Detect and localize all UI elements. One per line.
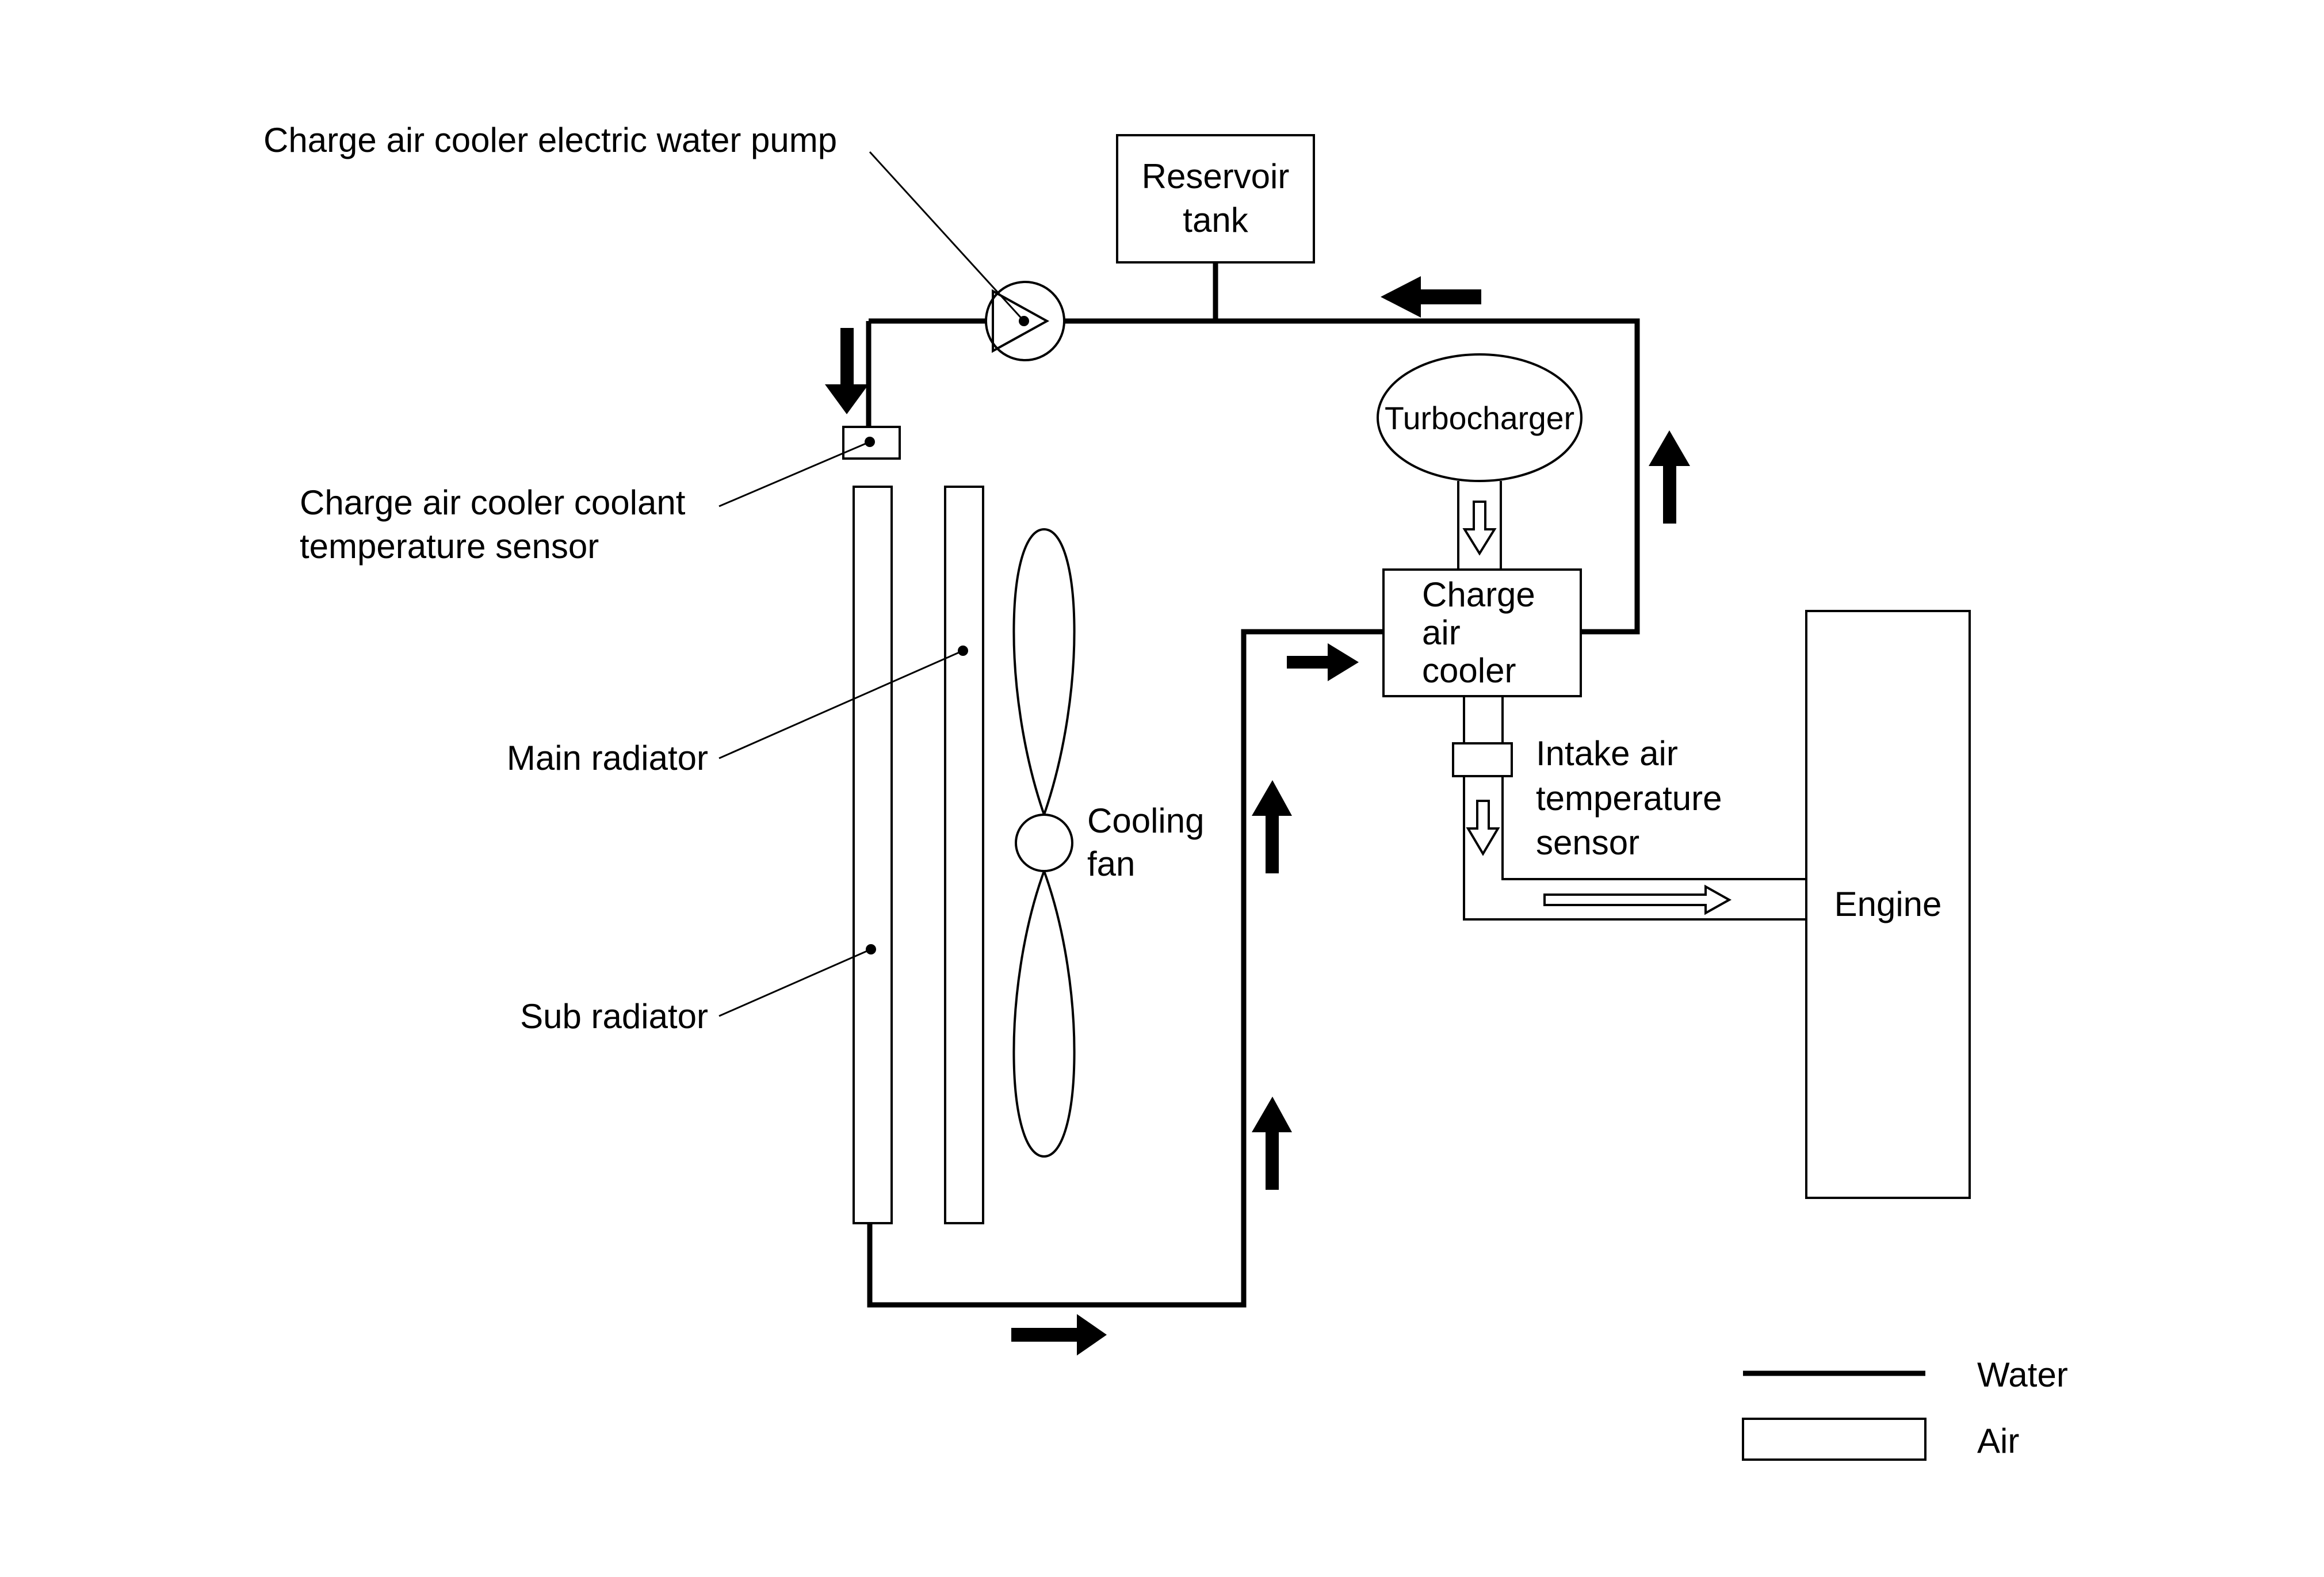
flow-arrows [825,276,1690,1355]
hollow-arrow-icon [1466,800,1500,856]
coolant-sensor-leader [718,441,870,507]
legend-air-swatch [1742,1418,1927,1461]
main-radiator-label: Main radiator [507,739,708,777]
legend-air-label: Air [1977,1422,2019,1460]
pump-label: Charge air cooler electric water pump [263,121,837,159]
reservoir-tank: Reservoir tank [1116,134,1315,264]
coolant-sensor-label-line2: temperature sensor [300,527,599,566]
intake-sensor-label-line3: sensor [1536,823,1639,862]
pump-leader [869,151,1025,322]
intake-sensor-label-line2: temperature [1536,779,1722,818]
fan-icon [1012,528,1076,1158]
main-radiator [944,486,984,1224]
cooling-fan-label-line2: fan [1087,845,1135,883]
solid-arrow-icon [1649,430,1690,524]
coolant-sensor-label-line1: Charge air cooler coolant [300,483,686,522]
cooling-fan-label-line1: Cooling [1087,801,1204,840]
legend-water-label: Water [1977,1355,2068,1394]
turbocharger-label: Turbocharger [1385,400,1574,436]
hollow-arrow-icon [1462,501,1497,556]
turbocharger: Turbocharger [1377,353,1583,482]
intake-sensor-label-line1: Intake air [1536,734,1678,773]
solid-arrow-icon [1287,643,1359,681]
water-line-bottom [867,629,1383,1308]
sub-radiator [853,486,893,1224]
air-duct-turbo [1457,481,1502,570]
sub-radiator-leader [718,948,871,1017]
solid-arrow-icon [1381,276,1481,318]
sub-radiator-label: Sub radiator [520,997,708,1036]
charge-air-cooler-label-line2: air [1422,613,1461,652]
engine: Engine [1805,610,1971,1199]
legend: Water Air [1742,1355,2068,1461]
reservoir-label-line2: tank [1183,201,1248,239]
charge-air-cooler-label-line3: cooler [1422,651,1516,690]
charge-air-cooler: Charge air cooler [1382,568,1582,697]
pump-icon [985,281,1065,361]
water-circuit [866,262,1640,1308]
solid-arrow-icon [1011,1314,1107,1355]
engine-label: Engine [1834,885,1942,923]
water-line-top [869,318,1640,635]
solid-arrow-icon [825,328,869,414]
solid-arrow-icon [1252,1097,1292,1190]
solid-arrow-icon [1252,780,1292,873]
main-radiator-leader [718,650,964,759]
charge-air-cooler-label-line1: Charge [1422,575,1535,614]
hollow-arrow-icon [1543,884,1732,915]
intake-sensor-icon [1452,742,1513,777]
reservoir-label-line1: Reservoir [1142,157,1290,196]
sensor-icon [842,426,901,460]
